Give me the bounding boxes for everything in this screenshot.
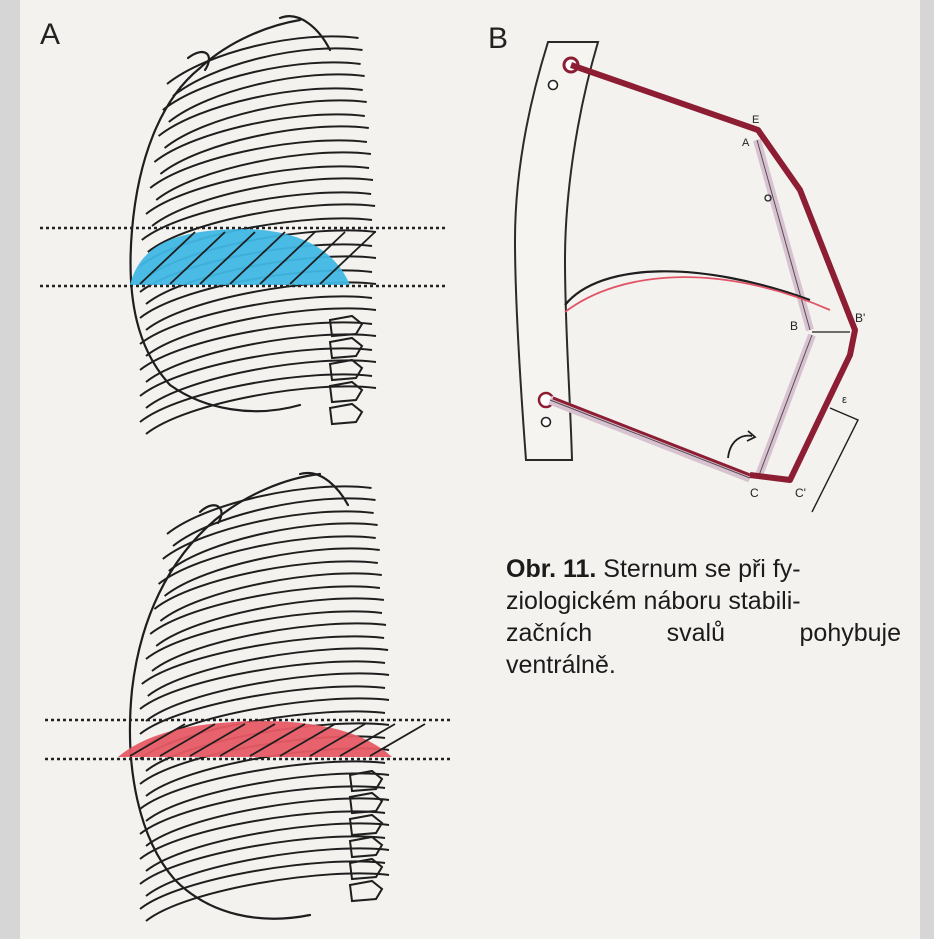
caption-line-1-text: Sternum se při fy- (603, 555, 800, 583)
bottom-rib-6-b (152, 623, 386, 671)
bottom-rib-4-a (154, 561, 377, 609)
bottom-rib-15-a (140, 836, 385, 884)
bottom-rib-6-a (146, 611, 382, 659)
bottom-hatch-9 (370, 724, 425, 756)
bottom-vertebra-4 (350, 837, 382, 857)
bottom-vertebra-6 (350, 881, 382, 901)
top-rib-4-a (154, 114, 364, 162)
caption-word-3: pohybuje (800, 617, 901, 649)
angle-arrow (728, 436, 752, 458)
vertebra-hole-2 (542, 418, 551, 427)
top-rib-3-a (159, 88, 363, 136)
spine-column (515, 42, 598, 460)
top-rib-2-a (163, 62, 361, 110)
figure-caption: Obr. 11. Sternum se při fy- ziologickém … (506, 553, 901, 681)
point-b-label: B (790, 319, 798, 333)
caption-line-1: Obr. 11. Sternum se při fy- (506, 553, 901, 585)
bottom-rib-16-a (140, 861, 385, 909)
bottom-rib-16-b (146, 873, 389, 921)
lever-red-lower-edge (553, 398, 750, 475)
bottom-rib-5-a (150, 586, 380, 634)
diaphragm-arc-red (565, 277, 830, 312)
bottom-vertebra-2 (350, 793, 382, 813)
point-c-prime-label: C' (795, 486, 806, 500)
top-vertebra-4 (330, 382, 362, 402)
top-vertebra-5 (330, 404, 362, 424)
lever-pale-lower-edge (550, 400, 750, 478)
bottom-rib-13-a (140, 786, 385, 834)
epsilon-label: ε (842, 394, 847, 406)
point-a-label: A (742, 137, 750, 149)
panel-a-label: A (40, 18, 60, 52)
bottom-rib-14-a (140, 811, 385, 859)
vertebra-hole-1 (549, 81, 558, 90)
point-c-label: C (750, 486, 759, 500)
caption-word-1: začních (506, 617, 592, 649)
bottom-rib-12-a (140, 761, 385, 809)
bottom-rib-1-b (173, 498, 376, 546)
top-rib-1-a (167, 36, 359, 84)
spine-top (330, 316, 362, 424)
bottom-vertebra-3 (350, 815, 382, 835)
point-b-prime-label: B' (855, 311, 865, 325)
caption-line-4: ventrálně. (506, 649, 901, 681)
point-e-label: E (752, 114, 759, 126)
top-rib-6-a (146, 166, 369, 214)
bottom-rib-8-a (140, 661, 385, 709)
top-vertebra-1 (330, 316, 362, 336)
panel-b-label: B (488, 22, 508, 56)
caption-line-2: ziologickém náboru stabili- (506, 585, 901, 617)
top-rib-14-a (140, 374, 372, 422)
top-rib-11-a (140, 296, 372, 344)
caption-line-3: začních svalů pohybuje (506, 617, 901, 649)
ribcage-top (131, 16, 330, 411)
lever-red-outline (571, 65, 855, 480)
lever-model: A E B B' C C' ε (515, 42, 865, 512)
top-rib-5-a (150, 140, 367, 188)
diaphragm-dome-blue (130, 229, 350, 285)
bottom-rib-7-a (142, 636, 384, 684)
top-vertebra-3 (330, 360, 362, 380)
bottom-rib-5-b (156, 598, 384, 646)
caption-word-2: svalů (667, 617, 725, 649)
caption-number: Obr. 11. (506, 555, 596, 583)
